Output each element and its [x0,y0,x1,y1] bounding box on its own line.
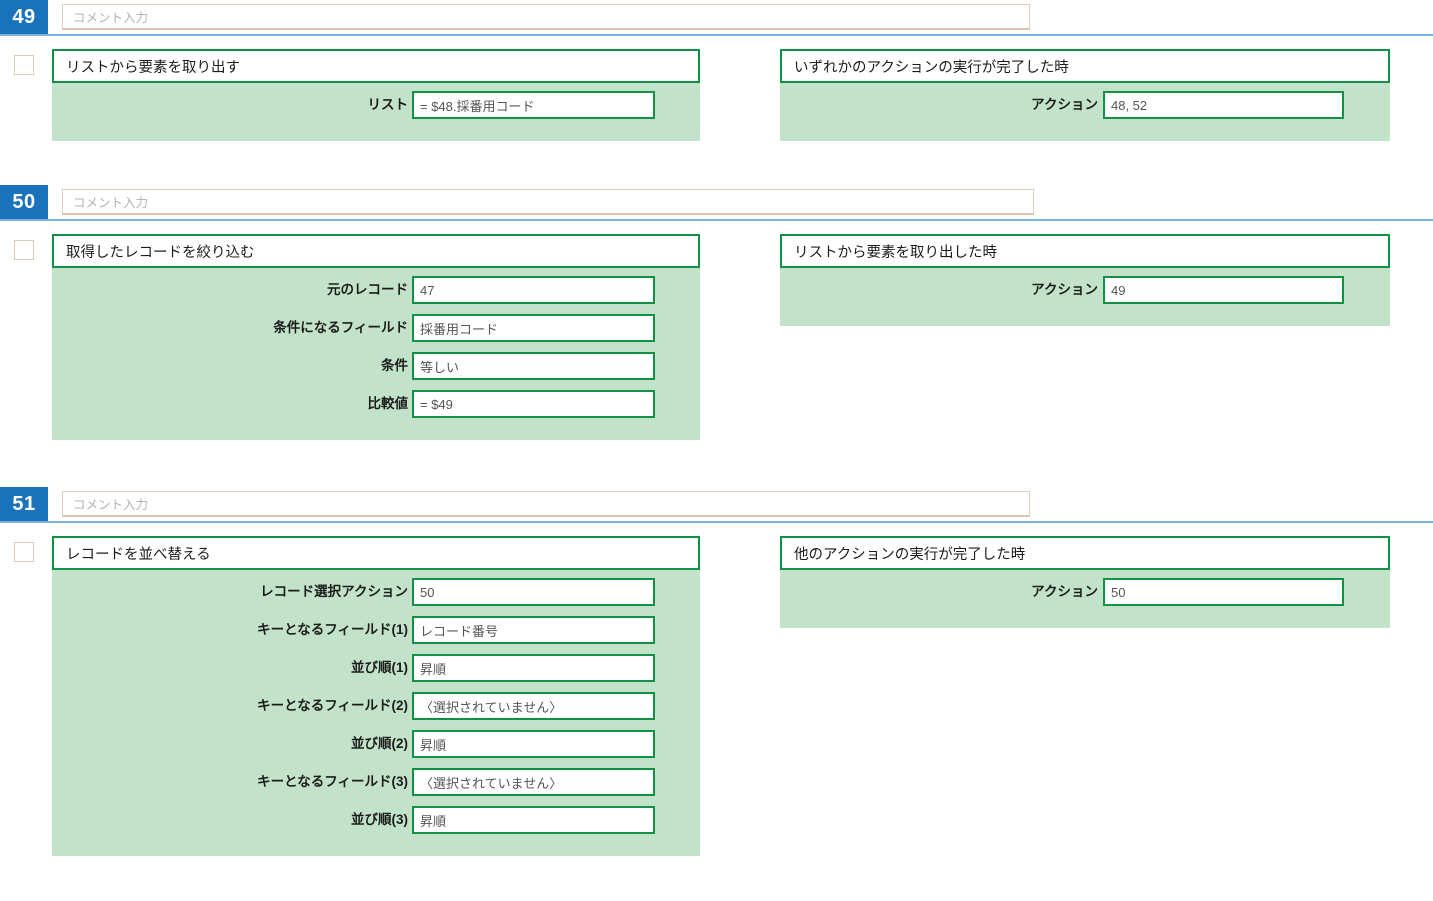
trigger-fields: アクション 50 [780,570,1390,628]
field-value[interactable]: 採番用コード [412,314,655,342]
field-value[interactable]: 等しい [412,352,655,380]
trigger-title[interactable]: リストから要素を取り出した時 [780,234,1390,268]
field-row: アクション 49 [780,276,1390,314]
step-number-badge: 50 [0,185,48,219]
step-block: 50 コメント入力取得したレコードを絞り込む元のレコード 47 条件になるフィールド採… [0,185,1433,440]
field-label: アクション [1031,584,1098,599]
field-row: 並び順(1) 昇順 [52,654,700,692]
trigger-panel: いずれかのアクションの実行が完了した時アクション 48, 52 [780,49,1390,141]
comment-placeholder: コメント入力 [73,196,149,210]
field-row: キーとなるフィールド(2) 〈選択されていません〉 [52,692,700,730]
field-label: キーとなるフィールド(3) [257,774,408,789]
field-label: 条件になるフィールド [273,320,408,335]
action-title[interactable]: 取得したレコードを絞り込む [52,234,700,268]
field-value[interactable]: 47 [412,276,655,304]
action-panel: リストから要素を取り出すリスト= $48.採番用コード [52,49,700,141]
action-title[interactable]: レコードを並べ替える [52,536,700,570]
field-label: レコード選択アクション [260,584,408,599]
field-value[interactable]: = $49 [412,390,655,418]
step-select-checkbox[interactable] [14,542,34,562]
field-value[interactable]: 50 [1103,578,1344,606]
field-label: アクション [1031,97,1098,112]
field-label: 条件 [381,358,408,373]
action-fields: リスト= $48.採番用コード [52,83,700,141]
comment-input[interactable]: コメント入力 [62,189,1034,215]
field-label: 並び順(3) [351,812,408,827]
trigger-fields: アクション 49 [780,268,1390,326]
step-select-checkbox[interactable] [14,240,34,260]
field-label: キーとなるフィールド(2) [257,698,408,713]
field-row: 比較値= $49 [52,390,700,428]
trigger-title[interactable]: いずれかのアクションの実行が完了した時 [780,49,1390,83]
action-title[interactable]: リストから要素を取り出す [52,49,700,83]
step-divider [0,219,1433,221]
step-number-badge: 51 [0,487,48,521]
comment-input[interactable]: コメント入力 [62,4,1030,30]
field-value[interactable]: レコード番号 [412,616,655,644]
field-row: 並び順(3) 昇順 [52,806,700,844]
step-divider [0,521,1433,523]
field-value[interactable]: 50 [412,578,655,606]
field-value[interactable]: 〈選択されていません〉 [412,692,655,720]
step-select-checkbox[interactable] [14,55,34,75]
step-divider [0,34,1433,36]
field-label: 並び順(1) [351,660,408,675]
field-value[interactable]: 48, 52 [1103,91,1344,119]
comment-placeholder: コメント入力 [73,498,149,512]
field-row: キーとなるフィールド(3) 〈選択されていません〉 [52,768,700,806]
step-header: 50 コメント入力 [0,185,1433,219]
field-value[interactable]: 昇順 [412,654,655,682]
trigger-panel: 他のアクションの実行が完了した時アクション 50 [780,536,1390,628]
action-fields: レコード選択アクション 50 キーとなるフィールド(1) レコード番号並び順(1) 昇順… [52,570,700,856]
field-value[interactable]: 昇順 [412,806,655,834]
field-row: レコード選択アクション 50 [52,578,700,616]
field-row: 条件になるフィールド採番用コード [52,314,700,352]
step-number-badge: 49 [0,0,48,34]
step-header: 51 コメント入力 [0,487,1433,521]
step-header: 49 コメント入力 [0,0,1433,34]
trigger-panel: リストから要素を取り出した時アクション 49 [780,234,1390,326]
field-row: 元のレコード 47 [52,276,700,314]
field-row: 並び順(2) 昇順 [52,730,700,768]
comment-placeholder: コメント入力 [73,11,149,25]
comment-input[interactable]: コメント入力 [62,491,1030,517]
field-row: キーとなるフィールド(1) レコード番号 [52,616,700,654]
field-value[interactable]: 49 [1103,276,1344,304]
field-row: 条件等しい [52,352,700,390]
field-row: アクション 48, 52 [780,91,1390,129]
trigger-fields: アクション 48, 52 [780,83,1390,141]
field-value[interactable]: 〈選択されていません〉 [412,768,655,796]
field-label: リスト [367,97,409,112]
step-block: 51 コメント入力レコードを並べ替えるレコード選択アクション 50 キーとなるフィール… [0,487,1433,856]
field-label: キーとなるフィールド(1) [257,622,408,637]
field-label: 比較値 [367,396,409,411]
field-label: 元のレコード [327,282,408,297]
field-value[interactable]: 昇順 [412,730,655,758]
field-row: アクション 50 [780,578,1390,616]
field-row: リスト= $48.採番用コード [52,91,700,129]
trigger-title[interactable]: 他のアクションの実行が完了した時 [780,536,1390,570]
field-label: 並び順(2) [351,736,408,751]
field-value[interactable]: = $48.採番用コード [412,91,655,119]
field-label: アクション [1031,282,1098,297]
